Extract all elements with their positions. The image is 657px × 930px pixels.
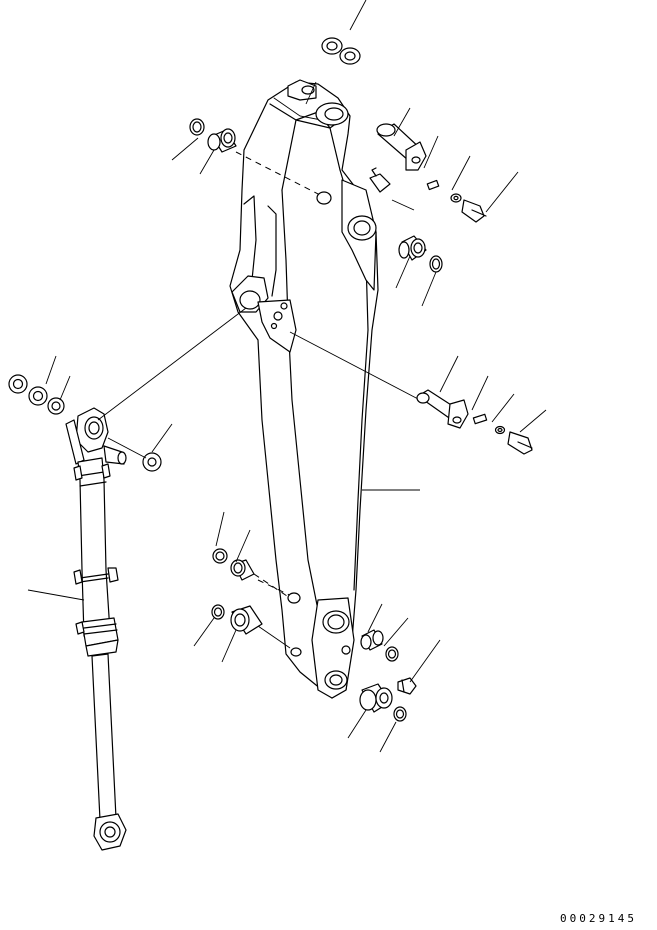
top-shims [322, 38, 360, 64]
arm-cylinder [9, 308, 246, 850]
upper-right-bushing [399, 236, 442, 272]
grease-fitting-top [370, 168, 390, 192]
upper-left-bushing [190, 119, 236, 152]
arm-structure [230, 80, 378, 698]
middle-pin [290, 332, 532, 454]
top-pin [377, 124, 486, 222]
drawing-number: 00029145 [560, 912, 637, 925]
lower-right-bushings [360, 630, 416, 721]
lower-left-bushings [212, 549, 290, 648]
leader-lines [28, 0, 546, 752]
